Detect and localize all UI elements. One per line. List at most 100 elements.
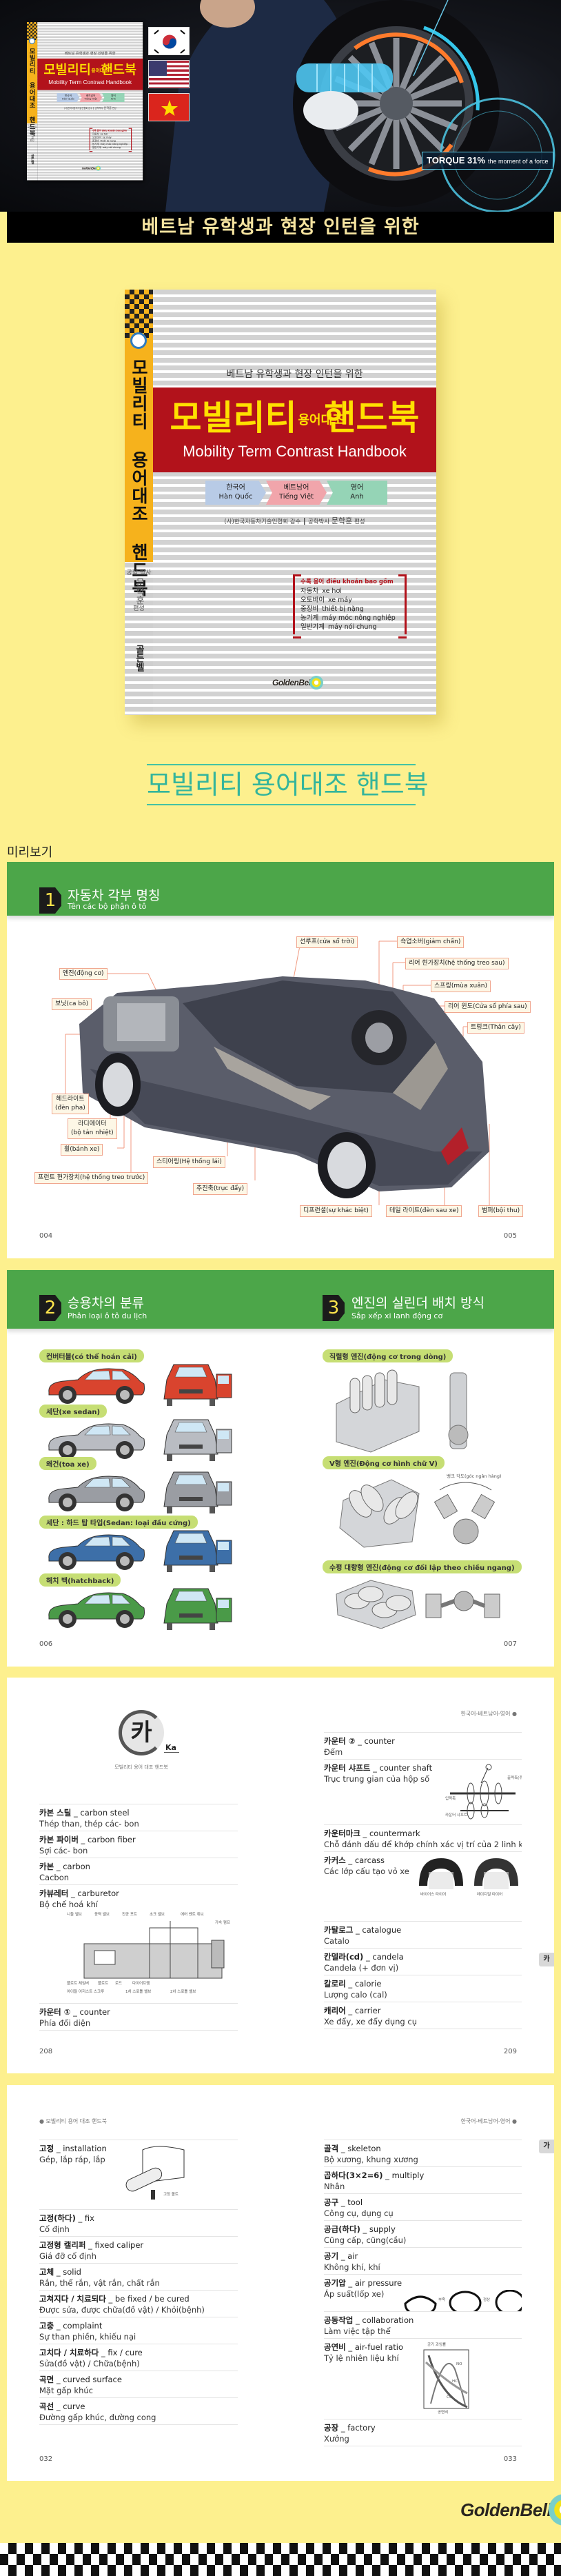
cover-english-title: Mobility Term Contrast Handbook — [48, 79, 132, 85]
goldenbell-logo-text: GoldenBell — [81, 166, 97, 170]
entry-term-line: 카커스 _ carcass — [324, 1855, 522, 1866]
entry-figure-pressure: 부족정상과다 — [400, 2289, 522, 2311]
entry-vietnamese-term: Gép, lắp ráp, lắp — [39, 2155, 105, 2164]
entry-korean-term: 고치다 / 치료하다 — [39, 2348, 99, 2357]
figure-caption: 진공 포트 — [122, 1913, 137, 1917]
entry-english-term: air — [347, 2251, 358, 2261]
chapter-letter-logo: 카 — [119, 1710, 164, 1755]
label-spring: 스프링(mùa xuân) — [431, 980, 491, 992]
entry-vietnamese-term: Trục trung gian của hộp số — [324, 1774, 430, 1784]
goldenbell-logo-text: GoldenBell — [272, 678, 313, 687]
entry-separator: _ — [382, 2171, 392, 2180]
lang-vi: Anh — [110, 97, 116, 101]
entry-term-line: 카운터 샤프트 _ counter shaft — [324, 1762, 522, 1773]
label-shock-absorber: 쇽업소버(giảm chấn) — [397, 936, 465, 948]
entry-term-line: 공급(하다) _ supply — [324, 2224, 522, 2235]
lang-vi: Tiếng Việt — [84, 97, 97, 101]
running-header-right: 한국어-베트남어-영어 ● — [460, 1711, 517, 1717]
included-title: 수록 용어 điều khoản bao gồm — [92, 129, 129, 132]
entry-korean-term: 골격 — [324, 2144, 339, 2153]
bank-angle-label: 뱅크 각도(góc ngân hàng) — [447, 1473, 502, 1479]
page-number-left: 004 — [39, 1232, 53, 1240]
entry-separator: _ — [353, 1925, 363, 1935]
entry-vietnamese-term: Đếm — [324, 1747, 343, 1757]
entry-vietnamese-term: Sợi các- bon — [39, 1846, 88, 1855]
entry-english-term: counter — [364, 1736, 395, 1746]
entry-english-term: carbon steel — [80, 1808, 130, 1818]
label-drive-shaft: 추진축(trục đẩy) — [193, 1183, 248, 1195]
entry-term-line: 카뷰레터 _ carburetor — [39, 1888, 238, 1899]
entry-korean-term: 카운터 샤프트 — [324, 1763, 371, 1773]
cover-credits: (사)한국자동차기술인협회 감수 ┃ 공학박사 문학훈 편성 — [224, 516, 365, 525]
entry-term-line: 공연비 _ air-fuel ratio — [324, 2342, 522, 2353]
car-side-illustration — [43, 1471, 147, 1516]
entry-vietnamese-term: Làm việc tập thể — [324, 2326, 391, 2336]
included-term-vi: xe hơi — [322, 587, 342, 595]
entry-korean-term: 공장 — [324, 2423, 339, 2433]
lang-vi: Hàn Quốc — [218, 493, 253, 501]
figure-caption: 부족 — [438, 2298, 446, 2302]
credit-org: (사)한국자동차기술인협회 — [63, 107, 88, 110]
entry-korean-term: 고쳐지다 / 치료되다 — [39, 2294, 106, 2304]
included-term-ko: 자동차 — [300, 587, 319, 595]
entry-vietnamese-term: Không khí, khí — [324, 2262, 380, 2272]
entry-korean-term: 곡면 — [39, 2375, 54, 2384]
car-side-illustration — [43, 1418, 147, 1464]
entry-english-term: calorie — [354, 1979, 382, 1989]
cover-title-main: 모빌리티 — [43, 62, 91, 77]
entry-vietnamese-term: Cacbon — [39, 1873, 70, 1882]
entry-vietnamese-term: Xưởng — [324, 2434, 349, 2444]
entry-term-line: 고정(하다) _ fix — [39, 2213, 238, 2224]
entry-vietnamese-term: Rắn, thể rắn, vật rắn, chất rắn — [39, 2278, 160, 2288]
emblem-icon — [28, 38, 35, 44]
index-tab[interactable]: 카 — [539, 1953, 554, 1966]
label-radiator: 라디에이터(bộ tản nhiệt) — [68, 1118, 117, 1139]
entry-english-term: carcass — [354, 1855, 385, 1865]
credit-role: 편성 — [112, 107, 116, 110]
entry-vietnamese-term: Thép than, thép các- bon — [39, 1819, 139, 1829]
credit-title: 공학박사 — [307, 519, 330, 525]
label-radiator-vi: (bộ tản nhiệt) — [71, 1129, 114, 1136]
entry-english-term: be fixed / be cured — [114, 2294, 190, 2304]
included-term-ko: 일반기계 — [300, 623, 325, 631]
goldenbell-logo-icon — [95, 165, 101, 171]
cover-face: 베트남 유학생과 현장 인턴을 위한 모빌리티용어대조핸드북 Mobility … — [37, 22, 143, 181]
entry-separator: _ — [338, 2197, 348, 2207]
entry-separator: _ — [355, 1736, 365, 1746]
car-side-illustration — [43, 1363, 147, 1409]
entry-term-line: 공동작업 _ collaboration — [324, 2315, 522, 2326]
entry-english-term: countermark — [369, 1829, 420, 1838]
entry-term-line: 카운터 ① _ counter — [39, 2006, 238, 2017]
included-term-ko: 오토바이 — [300, 596, 325, 604]
credit-name: 문학훈 — [331, 516, 353, 525]
entry-korean-term: 캐리어 — [324, 2006, 346, 2015]
spine-author-name: 문학훈 — [134, 578, 144, 605]
cover-title-main: 모빌리티 — [170, 398, 297, 438]
index-tab[interactable]: 가 — [539, 2140, 554, 2153]
entry-korean-term: 고정(하다) — [39, 2213, 76, 2223]
goldenbell-logo-icon — [549, 2494, 561, 2526]
figure-caption: 공연비 — [438, 2411, 449, 2415]
entry-vietnamese-term: Lượng calo (cal) — [324, 1990, 387, 2000]
figure-caption: 니들 밸브 — [67, 1913, 82, 1917]
label-bumper: 범퍼(bội thu) — [478, 1205, 524, 1217]
lang-ko: 베트남어 — [283, 484, 309, 492]
figure-caption: 고정 볼트 — [163, 2193, 178, 2197]
entry-english-term: candela — [372, 1952, 404, 1962]
book-spine: 모빌리티 용어대조 핸드북 공학 박사 문학훈 편성 골든벨 — [125, 290, 153, 715]
entry-separator: _ — [353, 2315, 363, 2325]
credit-org-role: 감수 — [289, 519, 301, 525]
entry-english-term: counter shaft — [379, 1763, 433, 1773]
